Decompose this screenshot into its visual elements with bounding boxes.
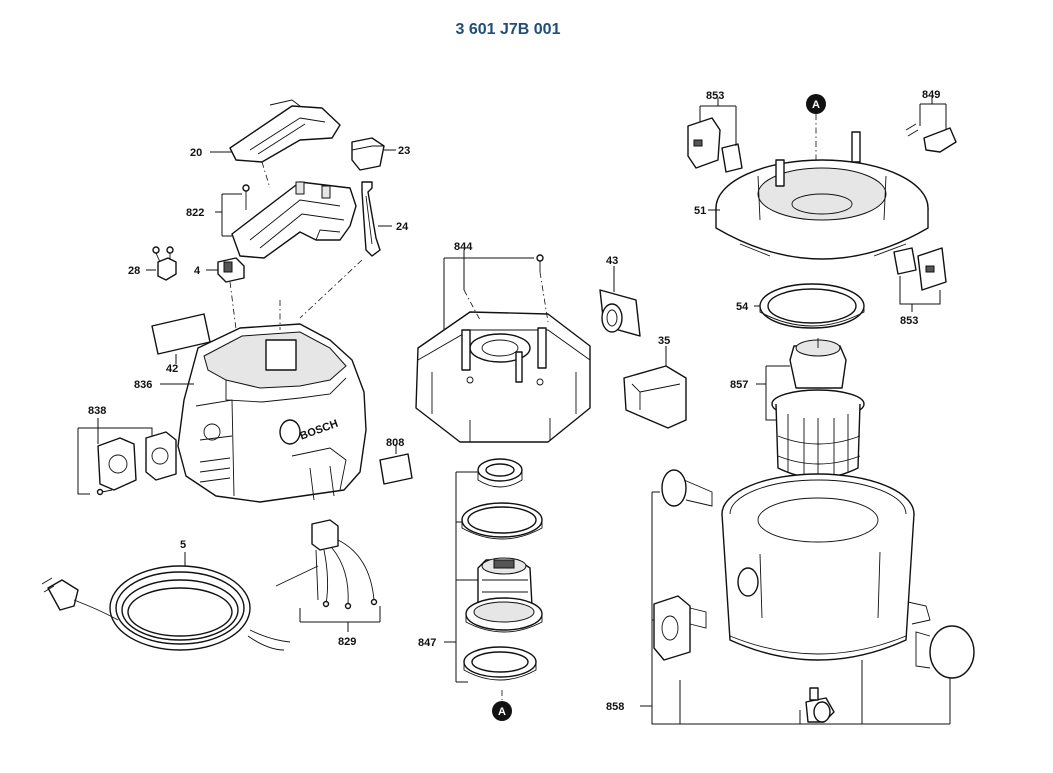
label-51: 51 bbox=[694, 205, 706, 217]
part-847-motor bbox=[465, 557, 543, 633]
part-829-wiring bbox=[275, 519, 378, 610]
label-5: 5 bbox=[180, 539, 186, 551]
label-35: 35 bbox=[658, 335, 670, 347]
label-836: 836 bbox=[134, 379, 152, 391]
label-847: 847 bbox=[418, 637, 436, 649]
label-20: 20 bbox=[190, 147, 202, 159]
label-849: 849 bbox=[922, 89, 940, 101]
label-23: 23 bbox=[398, 145, 410, 157]
marker-a-bottom-text: A bbox=[498, 706, 506, 718]
part-853-latch-bottom bbox=[893, 247, 947, 291]
container-side-inlet bbox=[653, 595, 707, 661]
part-24-rod bbox=[361, 181, 381, 257]
part-5-power-cable bbox=[41, 565, 291, 651]
part-836-motor-housing bbox=[177, 323, 367, 503]
part-43-inlet bbox=[599, 289, 641, 337]
label-4: 4 bbox=[194, 265, 201, 277]
part-808-sticker bbox=[379, 453, 413, 485]
screw-icon bbox=[242, 184, 250, 210]
part-28-brushes bbox=[152, 246, 177, 281]
label-54: 54 bbox=[736, 301, 749, 313]
label-808: 808 bbox=[386, 437, 404, 449]
screw-icon bbox=[536, 254, 544, 272]
container-handle-right bbox=[907, 601, 975, 679]
label-853-bottom: 853 bbox=[900, 315, 918, 327]
part-54-seal bbox=[759, 283, 865, 329]
marker-a-bottom: A bbox=[492, 690, 512, 721]
center-seal-ring-2 bbox=[461, 502, 543, 540]
center-seal-ring-3 bbox=[463, 646, 537, 681]
container-caster bbox=[805, 687, 835, 723]
label-829: 829 bbox=[338, 636, 356, 648]
container-handle-left bbox=[661, 469, 713, 507]
diagram-title: 3 601 J7B 001 bbox=[456, 21, 561, 38]
label-844: 844 bbox=[454, 241, 473, 253]
label-853-top: 853 bbox=[706, 90, 724, 102]
part-35-flap bbox=[623, 365, 687, 429]
label-43: 43 bbox=[606, 255, 618, 267]
part-844-fan-housing bbox=[415, 311, 591, 443]
label-822: 822 bbox=[186, 207, 204, 219]
part-822-handle-frame bbox=[231, 181, 357, 259]
part-857-filter bbox=[771, 338, 865, 480]
part-853-latch-top bbox=[687, 117, 743, 173]
part-838-socket bbox=[96, 431, 177, 496]
part-23-knob bbox=[351, 137, 385, 171]
label-858: 858 bbox=[606, 701, 624, 713]
center-seal-ring-1 bbox=[477, 458, 523, 488]
part-4-switch bbox=[217, 257, 245, 283]
label-838: 838 bbox=[88, 405, 106, 417]
label-857: 857 bbox=[730, 379, 748, 391]
label-28: 28 bbox=[128, 265, 140, 277]
part-51-lid bbox=[715, 131, 929, 260]
label-24: 24 bbox=[396, 221, 409, 233]
marker-a-top-text: A bbox=[812, 99, 820, 111]
label-42: 42 bbox=[166, 363, 178, 375]
part-20-handle-cover bbox=[229, 99, 341, 163]
part-858-container bbox=[721, 473, 915, 661]
